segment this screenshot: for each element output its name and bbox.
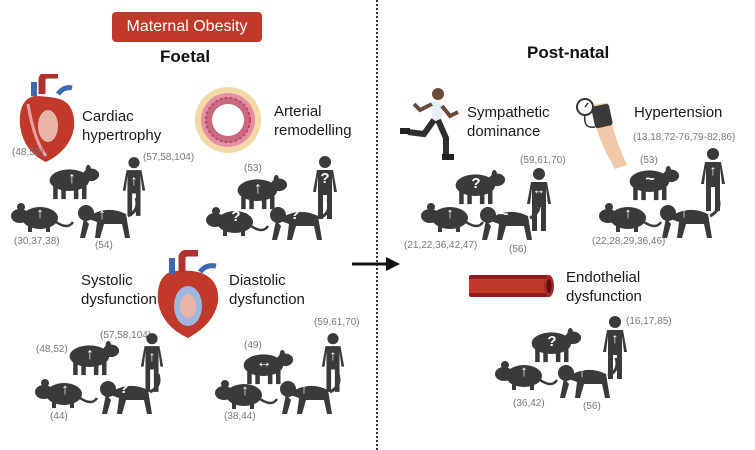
diastolic-rodent-refs: (38,44) (224, 411, 256, 422)
hypertension-label: Hypertension (634, 104, 723, 121)
sheep-icon (44, 164, 102, 200)
endothelial-human-refs: (16,17,85) (626, 316, 672, 327)
systolic-sheep-refs: (48,52) (36, 344, 68, 355)
primate-icon (268, 198, 332, 242)
hypertension-sheep-refs: (53) (640, 155, 658, 166)
cardiac-rodent-refs: (30,37,38) (14, 236, 60, 247)
blood-pressure-cuff-icon (573, 95, 633, 180)
sympathetic-human-refs: (59,61,70) (520, 155, 566, 166)
hypertension-human-refs: (13,18,72-76,79-82,86) (633, 132, 736, 143)
divider (376, 0, 378, 450)
maternal-obesity-banner: Maternal Obesity (112, 12, 262, 42)
primate-icon (658, 196, 722, 240)
rodent-icon (34, 376, 98, 408)
diastolic-human-refs: (59,61,70) (314, 317, 360, 328)
rodent-icon (598, 200, 662, 232)
rodent-icon (10, 200, 74, 232)
postnatal-heading: Post-natal (527, 43, 610, 62)
foetal-heading: Foetal (160, 47, 211, 66)
systolic-human-refs: (57,58,104) (100, 330, 152, 341)
cardiac-human-refs: (57,58,104) (143, 152, 195, 163)
artery-cross-section-icon (193, 85, 263, 160)
sympathetic-rodent-refs: (21,22,36,42,47) (404, 240, 478, 251)
arrow-right-icon (352, 256, 400, 277)
diastolic-sheep-refs: (49) (244, 340, 262, 351)
primate-icon (478, 198, 542, 242)
endothelial-rodent-refs: (36,42) (513, 398, 545, 409)
endothelial-primate-refs: (56) (583, 401, 601, 412)
heart-icon (152, 249, 224, 345)
hypertension-rodent-refs: (22,28,29,36,46) (592, 236, 666, 247)
cardiac-sheep-refs: (48,52) (12, 147, 44, 158)
blood-vessel-icon (465, 271, 555, 306)
rodent-icon (205, 204, 269, 236)
rodent-icon (420, 200, 484, 232)
runner-icon (398, 86, 462, 167)
sheep-icon (64, 340, 122, 376)
systolic-rodent-refs: (44) (50, 411, 68, 422)
arterial-sheep-refs: (53) (244, 163, 262, 174)
rodent-icon (214, 377, 278, 409)
primate-icon (556, 356, 620, 400)
primate-icon (76, 196, 140, 240)
sympathetic-primate-refs: (56) (509, 244, 527, 255)
primate-icon (278, 372, 342, 416)
rodent-icon (494, 358, 558, 390)
primate-icon (98, 372, 162, 416)
cardiac-primate-refs: (54) (95, 240, 113, 251)
heart-icon (14, 71, 78, 169)
